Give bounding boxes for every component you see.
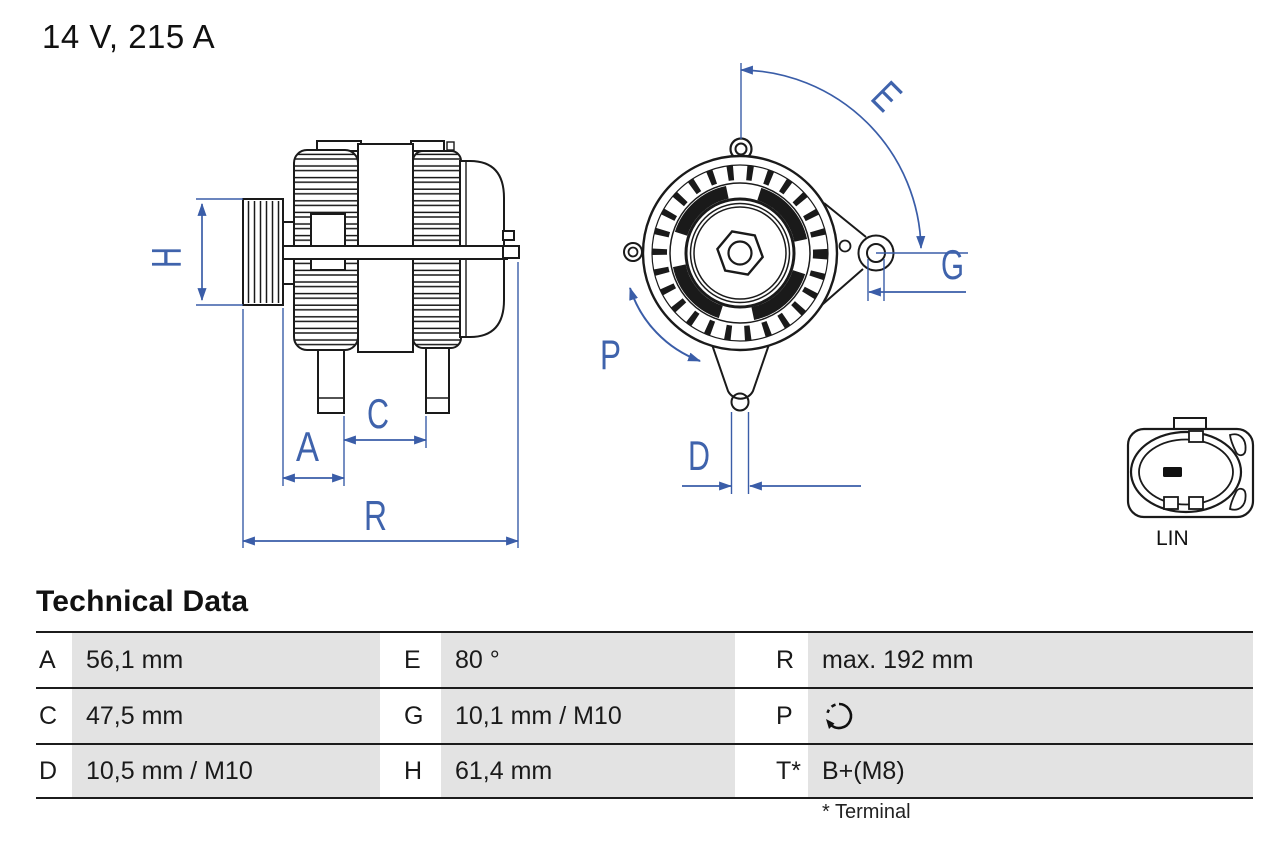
dim-label-a: A (296, 423, 319, 470)
technical-drawing: H A C R E G P D LIN (143, 63, 1255, 550)
dim-label-p: P (600, 331, 621, 378)
alternator-side-view (242, 140, 520, 414)
connector-label: LIN (1156, 527, 1189, 550)
spec-value: 10,5 mm / M10 (72, 745, 380, 797)
table-row: D 10,5 mm / M10 H 61,4 mm T* B+(M8) (36, 743, 1253, 799)
table-row: C 47,5 mm G 10,1 mm / M10 P (36, 687, 1253, 743)
spec-value-rotation (808, 689, 1253, 743)
spec-value: max. 192 mm (808, 633, 1253, 687)
spec-key: R (735, 633, 808, 687)
spec-key: T* (735, 745, 808, 797)
dim-label-e: E (863, 72, 911, 120)
spec-value: 10,1 mm / M10 (441, 689, 735, 743)
dim-label-r: R (364, 492, 387, 539)
vent-slot-ring (652, 165, 828, 341)
rotation-direction-arc (629, 286, 702, 362)
spec-value: 80 ° (441, 633, 735, 687)
spec-value: B+(M8) (808, 745, 1253, 797)
side-view-dimensions (196, 198, 520, 548)
spec-value: 56,1 mm (72, 633, 380, 687)
stator-segments (671, 184, 809, 322)
front-view-dimensions (629, 63, 968, 494)
lin-connector: LIN (1126, 417, 1255, 550)
pulley (242, 198, 284, 306)
dim-label-h: H (143, 247, 190, 268)
section-heading: Technical Data (36, 585, 249, 618)
dim-label-c: C (367, 390, 389, 437)
page-title: 14 V, 215 A (42, 18, 216, 55)
technical-data-table: A 56,1 mm E 80 ° R max. 192 mm C 47,5 mm… (36, 631, 1253, 799)
spec-key: A (36, 633, 72, 687)
spec-key: D (36, 745, 72, 797)
spec-key: H (380, 745, 441, 797)
spec-value: 47,5 mm (72, 689, 380, 743)
spec-key: E (380, 633, 441, 687)
dim-label-g: G (941, 241, 964, 288)
rotation-direction-icon (826, 702, 853, 730)
connector-pin (1163, 467, 1182, 477)
spec-key: G (380, 689, 441, 743)
spec-key: P (735, 689, 808, 743)
terminal-footnote: * Terminal (822, 801, 911, 823)
spec-key: C (36, 689, 72, 743)
spec-value: 61,4 mm (441, 745, 735, 797)
table-row: A 56,1 mm E 80 ° R max. 192 mm (36, 631, 1253, 687)
alternator-front-view (623, 137, 895, 412)
dim-label-d: D (688, 432, 710, 479)
